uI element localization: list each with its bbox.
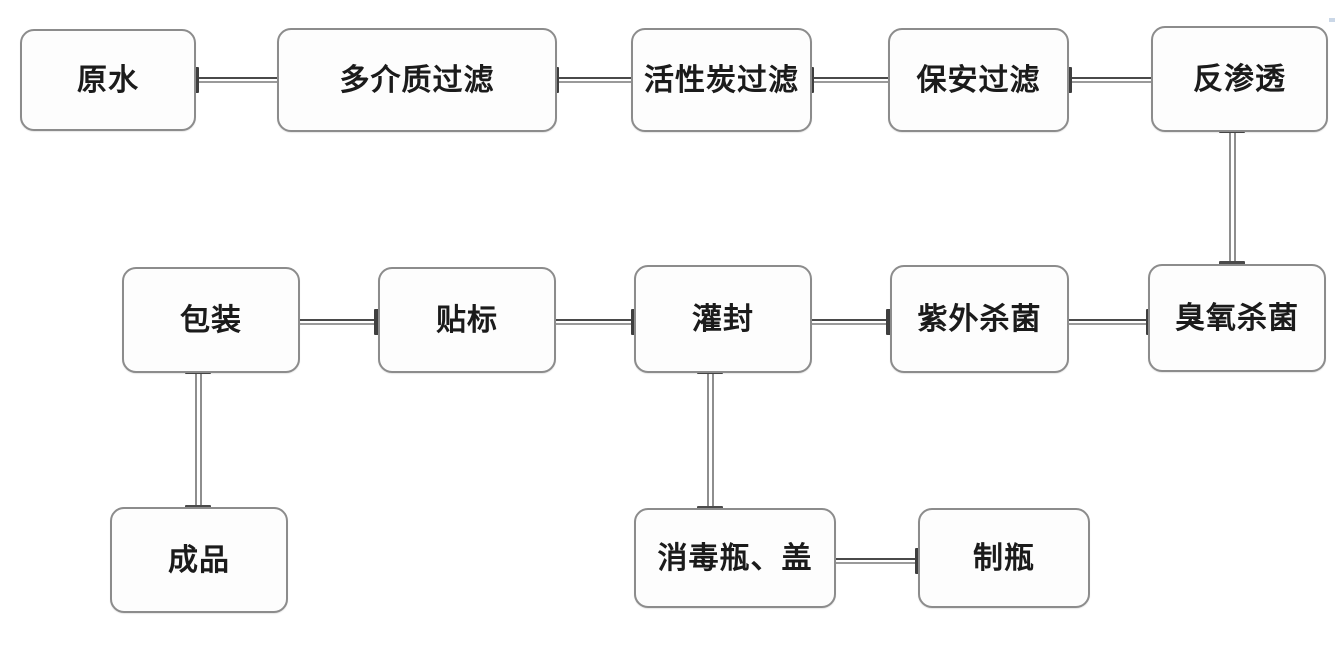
node-bottle-cap-disinfection[interactable]: 消毒瓶、盖 <box>634 508 836 608</box>
node-activated-carbon-filter[interactable]: 活性炭过滤 <box>631 28 812 132</box>
connector-uv-sterilization-filling-sealing <box>811 319 892 325</box>
arrowhead-into-ozone-sterilization <box>1219 261 1245 266</box>
scan-artifact-speck <box>1329 18 1335 22</box>
node-bottle-cap-disinfection-label: 消毒瓶、盖 <box>657 540 813 576</box>
connector-multi-media-filter-activated-carbon-filter <box>556 77 632 83</box>
connector-activated-carbon-filter-security-filter <box>811 77 890 83</box>
arrowhead-into-uv-sterilization <box>886 309 891 335</box>
node-ozone-sterilization-label: 臭氧杀菌 <box>1175 300 1299 336</box>
arrowhead-into-security-filter <box>1067 67 1072 93</box>
node-labeling[interactable]: 贴标 <box>378 267 556 373</box>
connector-ozone-sterilization-uv-sterilization <box>1069 319 1151 325</box>
node-security-filter[interactable]: 保安过滤 <box>888 28 1069 132</box>
connector-labeling-packaging <box>299 319 379 325</box>
arrowhead-into-filling-sealing <box>631 309 636 335</box>
connector-packaging-finished-product <box>195 371 202 511</box>
node-packaging[interactable]: 包装 <box>122 267 300 373</box>
connector-security-filter-reverse-osmosis <box>1069 77 1152 83</box>
node-finished-product-label: 成品 <box>168 542 230 578</box>
node-bottle-making-label: 制瓶 <box>973 540 1035 576</box>
connector-raw-water-multi-media-filter <box>196 77 280 83</box>
node-uv-sterilization-label: 紫外杀菌 <box>917 301 1042 337</box>
node-finished-product[interactable]: 成品 <box>110 507 288 613</box>
node-packaging-label: 包装 <box>180 302 242 338</box>
node-security-filter-label: 保安过滤 <box>916 62 1041 98</box>
connector-bottle-making-bottle-cap-disinfection <box>835 558 920 564</box>
arrowhead-into-raw-water <box>194 67 199 93</box>
arrowhead-into-bottle-making <box>915 548 920 574</box>
node-reverse-osmosis[interactable]: 反渗透 <box>1151 26 1328 132</box>
node-raw-water[interactable]: 原水 <box>20 29 196 131</box>
node-uv-sterilization[interactable]: 紫外杀菌 <box>890 265 1069 373</box>
node-multi-media-filter-label: 多介质过滤 <box>339 62 495 98</box>
node-bottle-making[interactable]: 制瓶 <box>918 508 1090 608</box>
node-reverse-osmosis-label: 反渗透 <box>1193 61 1286 97</box>
node-ozone-sterilization[interactable]: 臭氧杀菌 <box>1148 264 1326 372</box>
node-raw-water-label: 原水 <box>77 62 139 98</box>
connector-reverse-osmosis-ozone-sterilization <box>1229 130 1236 266</box>
node-multi-media-filter[interactable]: 多介质过滤 <box>277 28 557 132</box>
node-labeling-label: 贴标 <box>436 302 498 338</box>
node-activated-carbon-filter-label: 活性炭过滤 <box>644 62 799 98</box>
connector-bottle-cap-disinfection-filling-sealing <box>707 371 714 512</box>
node-filling-sealing[interactable]: 灌封 <box>634 265 812 373</box>
node-filling-sealing-label: 灌封 <box>692 301 754 337</box>
arrowhead-into-labeling <box>374 309 379 335</box>
connector-filling-sealing-labeling <box>556 319 636 325</box>
